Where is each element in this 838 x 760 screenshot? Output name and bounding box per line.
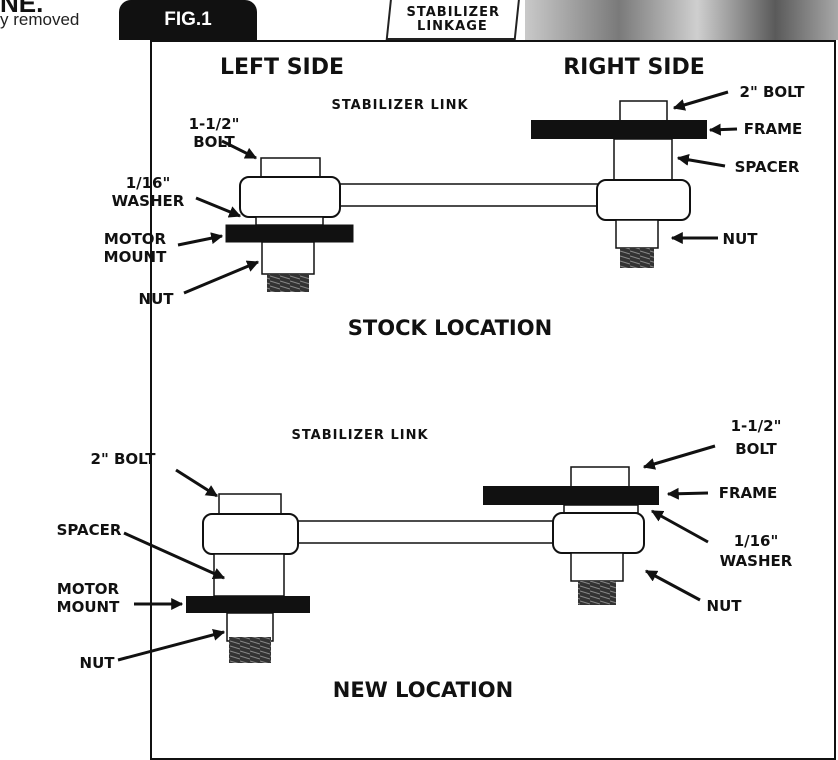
stock-left-mount-arrow [177, 232, 224, 247]
stock-diagram: STABILIZER LINK 1-1/2" BOLT 1/16" WASHER… [104, 83, 806, 340]
new-left-mount-label-2: MOUNT [57, 598, 120, 616]
left-side-header: LEFT SIDE [220, 55, 344, 80]
new-location-title: NEW LOCATION [333, 678, 513, 702]
stock-link-bar [333, 183, 605, 207]
stock-left-washer-label-2: WASHER [112, 192, 185, 210]
stock-left-motor-mount [225, 224, 354, 243]
new-left-motor-mount [186, 596, 310, 613]
diagram-svg: LEFT SIDE RIGHT SIDE STABILIZER LINK 1-1… [57, 55, 806, 702]
stock-right-spacer-label: SPACER [735, 158, 800, 176]
stock-left-washer-arrow [195, 196, 242, 218]
new-left-nut-arrow [117, 628, 226, 662]
stock-right-spacer-arrow [676, 153, 726, 168]
new-left-spacer [213, 553, 285, 597]
stock-right-frame-arrow [708, 123, 738, 136]
stock-right-bolt-label: 2" BOLT [740, 83, 806, 101]
stock-right-nut-label: NUT [723, 230, 759, 248]
new-right-link-eye [552, 512, 645, 554]
new-right-frame-arrow [666, 487, 709, 500]
header-subtitle-fragment: y removed [0, 10, 80, 29]
new-right-washer [563, 504, 639, 514]
stock-right-bolt-head [619, 100, 668, 122]
stock-link-label: STABILIZER LINK [331, 98, 468, 113]
new-right-frame-label: FRAME [719, 484, 778, 502]
new-right-nut-arrow [644, 569, 701, 602]
fig-label: FIG.1 [164, 9, 212, 30]
stock-left-washer-label-1: 1/16" [126, 174, 171, 192]
stock-left-bolt-head [260, 157, 321, 179]
new-left-link-eye [202, 513, 299, 555]
stock-right-frame-label: FRAME [744, 120, 803, 138]
new-diagram: STABILIZER LINK 2" BOLT SPACER MOTOR MOU… [57, 417, 793, 702]
new-right-frame [483, 486, 659, 505]
new-left-nut [226, 612, 274, 642]
new-right-nut-label: NUT [707, 597, 743, 615]
stock-left-washer [255, 216, 324, 226]
new-right-washer-label-2: WASHER [720, 552, 793, 570]
new-left-bolt-arrow [175, 468, 219, 498]
stock-left-bolt-label-1: 1-1/2" [189, 115, 240, 133]
stock-left-bolt-label-2: BOLT [193, 133, 235, 151]
stock-location-title: STOCK LOCATION [348, 316, 552, 340]
new-left-bolt-label: 2" BOLT [91, 450, 157, 468]
new-right-thread [578, 581, 616, 605]
new-right-bolt-label-1: 1-1/2" [731, 417, 782, 435]
new-left-thread [229, 637, 271, 663]
new-left-nut-label: NUT [80, 654, 116, 672]
new-right-washer-arrow [650, 509, 709, 544]
stock-left-nut [261, 241, 315, 275]
fig-label-tab: FIG.1 [119, 0, 257, 40]
new-left-bolt-head [218, 493, 282, 517]
stock-left-bolt-arrow [221, 139, 258, 160]
stock-left-mount-label-1: MOTOR [104, 230, 167, 248]
new-right-bolt-arrow [642, 444, 716, 470]
stock-left-thread [267, 274, 309, 292]
linkage-photo [525, 0, 838, 40]
stock-right-nut [615, 219, 659, 249]
stock-left-mount-label-2: MOUNT [104, 248, 167, 266]
stock-left-nut-label: NUT [139, 290, 175, 308]
new-right-washer-label-1: 1/16" [734, 532, 779, 550]
stock-right-thread [620, 248, 654, 268]
stock-right-frame [531, 120, 707, 139]
new-link-bar [296, 520, 556, 544]
right-side-header: RIGHT SIDE [563, 55, 705, 80]
stock-right-bolt-arrow [672, 90, 729, 111]
new-right-nut [570, 552, 624, 582]
stock-left-nut-arrow [183, 260, 260, 295]
new-right-bolt-head [570, 466, 630, 488]
new-left-spacer-arrow [123, 531, 226, 580]
stock-left-link-eye [239, 176, 341, 218]
new-link-label: STABILIZER LINK [291, 428, 428, 443]
stock-right-spacer [613, 138, 673, 182]
new-right-bolt-label-2: BOLT [735, 440, 777, 458]
new-left-mount-label-1: MOTOR [57, 580, 120, 598]
new-left-spacer-label: SPACER [57, 521, 122, 539]
header-title-fragment: NE. [0, 0, 44, 18]
stock-right-link-eye [596, 179, 691, 221]
